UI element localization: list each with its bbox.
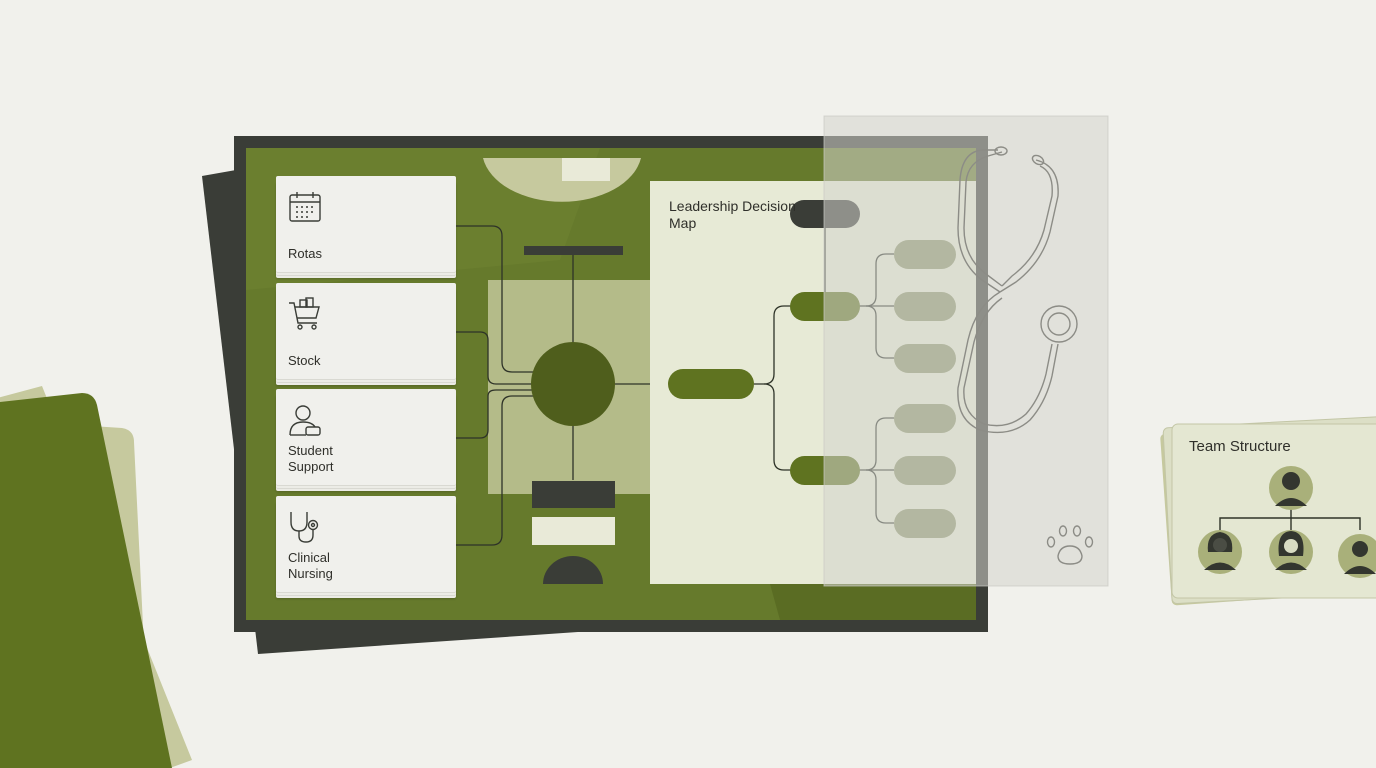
calendar-icon xyxy=(289,192,321,222)
card-stock[interactable]: Stock xyxy=(276,283,456,379)
member-avatar-right xyxy=(1338,534,1376,578)
card-clinical-nursing[interactable]: Clinical Nursing xyxy=(276,496,456,592)
top-tab xyxy=(562,158,610,181)
folder-stack-left xyxy=(0,386,192,768)
member-avatar-middle xyxy=(1269,530,1313,574)
overlay-sheet xyxy=(823,115,1109,587)
map-node-main xyxy=(668,369,754,399)
team-structure-title: Team Structure xyxy=(1189,438,1291,455)
paw-print-icon xyxy=(1046,525,1094,565)
member-avatar-left xyxy=(1198,530,1242,574)
card-label: Rotas xyxy=(288,246,322,261)
stethoscope-icon xyxy=(290,512,319,543)
half-circle-bottom xyxy=(543,556,603,584)
shopping-cart-icon xyxy=(289,297,320,330)
team-card-stack xyxy=(1160,416,1376,606)
hub-circle xyxy=(531,342,615,426)
card-label: Student Support xyxy=(288,443,334,474)
decision-map-title: Leadership Decision Map xyxy=(669,198,796,231)
flowchart xyxy=(456,158,668,584)
lower-bar-light xyxy=(532,517,615,545)
card-label: Stock xyxy=(288,353,321,368)
card-rotas[interactable]: Rotas xyxy=(276,176,456,272)
lower-bar-dark xyxy=(532,481,615,508)
card-student-support[interactable]: Student Support xyxy=(276,389,456,485)
card-label: Clinical Nursing xyxy=(288,550,333,581)
top-bar xyxy=(524,246,623,255)
stethoscope-icon xyxy=(957,146,1078,434)
member-avatar-top xyxy=(1269,466,1313,510)
user-support-icon xyxy=(289,405,321,436)
